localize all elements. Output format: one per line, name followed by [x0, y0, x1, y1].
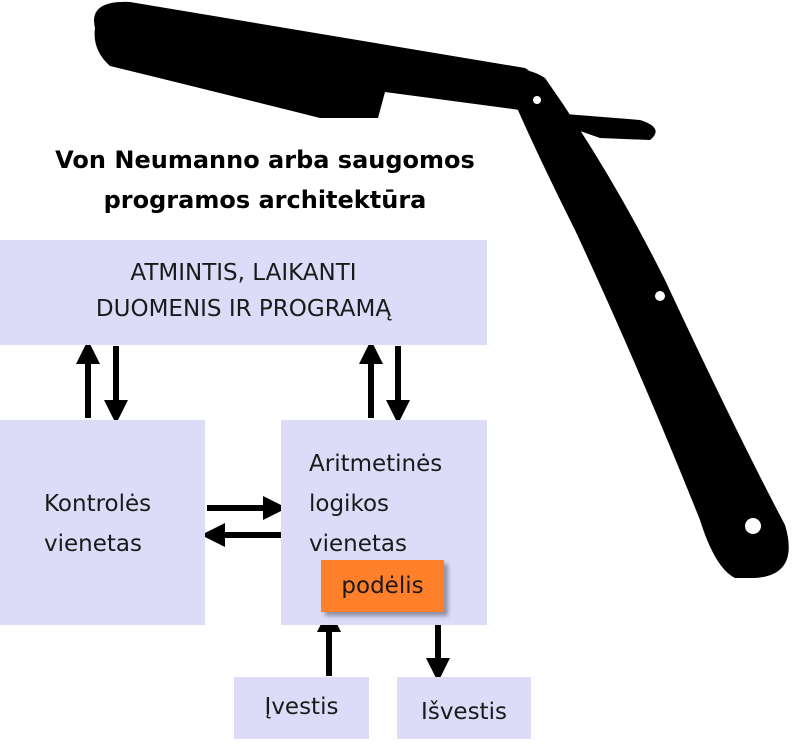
title-line-2: programos architektūra [103, 186, 427, 214]
alu-box: Aritmetinės logikos vienetas [281, 420, 487, 625]
input-box: Įvestis [234, 677, 369, 739]
control-unit-label-line-2: vienetas [44, 531, 142, 557]
alu-label-line-2: logikos [309, 491, 390, 517]
razor-end-pin [745, 518, 761, 534]
razor-handle [505, 70, 789, 579]
razor-blade [94, 1, 656, 140]
memory-label-line-2: DUOMENIS IR PROGRAMĄ [95, 296, 392, 322]
accumulator-box: podėlis [321, 560, 444, 612]
alu-label-line-1: Aritmetinės [309, 451, 443, 477]
diagram-title: Von Neumanno arba saugomos programos arc… [20, 140, 510, 220]
control-unit-box: Kontrolės vienetas [0, 420, 205, 625]
alu-label-line-3: vienetas [309, 531, 407, 557]
control-unit-label-line-1: Kontrolės [44, 491, 152, 517]
memory-box: ATMINTIS, LAIKANTI DUOMENIS IR PROGRAMĄ [0, 240, 487, 345]
razor-pivot [533, 96, 541, 104]
output-box: Išvestis [397, 677, 531, 739]
razor-pin [655, 291, 665, 301]
memory-label-line-1: ATMINTIS, LAIKANTI [130, 260, 357, 286]
title-line-1: Von Neumanno arba saugomos [55, 146, 475, 174]
